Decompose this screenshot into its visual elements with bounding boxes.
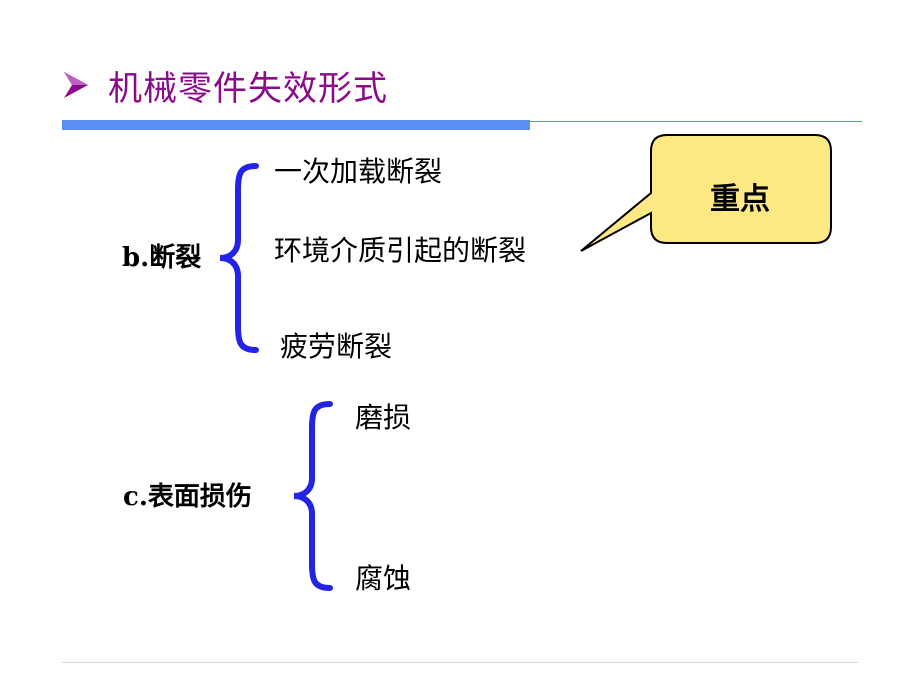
slide-title-row: 机械零件失效形式 xyxy=(62,60,388,110)
title-underline-thick xyxy=(62,120,530,130)
brace-fracture xyxy=(219,163,259,353)
callout-label: 重点 xyxy=(710,182,770,217)
footer-divider xyxy=(62,662,858,663)
title-underline-thin xyxy=(530,121,862,122)
list-item-corrosion: 腐蚀 xyxy=(355,562,412,595)
slide-title: 机械零件失效形式 xyxy=(108,68,388,109)
list-item-environment-fracture: 环境介质引起的断裂 xyxy=(274,234,527,267)
group-label-fracture: b.断裂 xyxy=(122,243,202,273)
list-item-wear: 磨损 xyxy=(355,401,412,434)
list-item-single-load-fracture: 一次加载断裂 xyxy=(274,155,443,188)
group-label-surface-damage: c.表面损伤 xyxy=(123,482,252,512)
key-point-callout xyxy=(580,134,832,252)
brace-surface-damage xyxy=(293,401,333,591)
list-item-fatigue-fracture: 疲劳断裂 xyxy=(280,330,393,363)
arrow-bullet-icon xyxy=(64,72,88,98)
